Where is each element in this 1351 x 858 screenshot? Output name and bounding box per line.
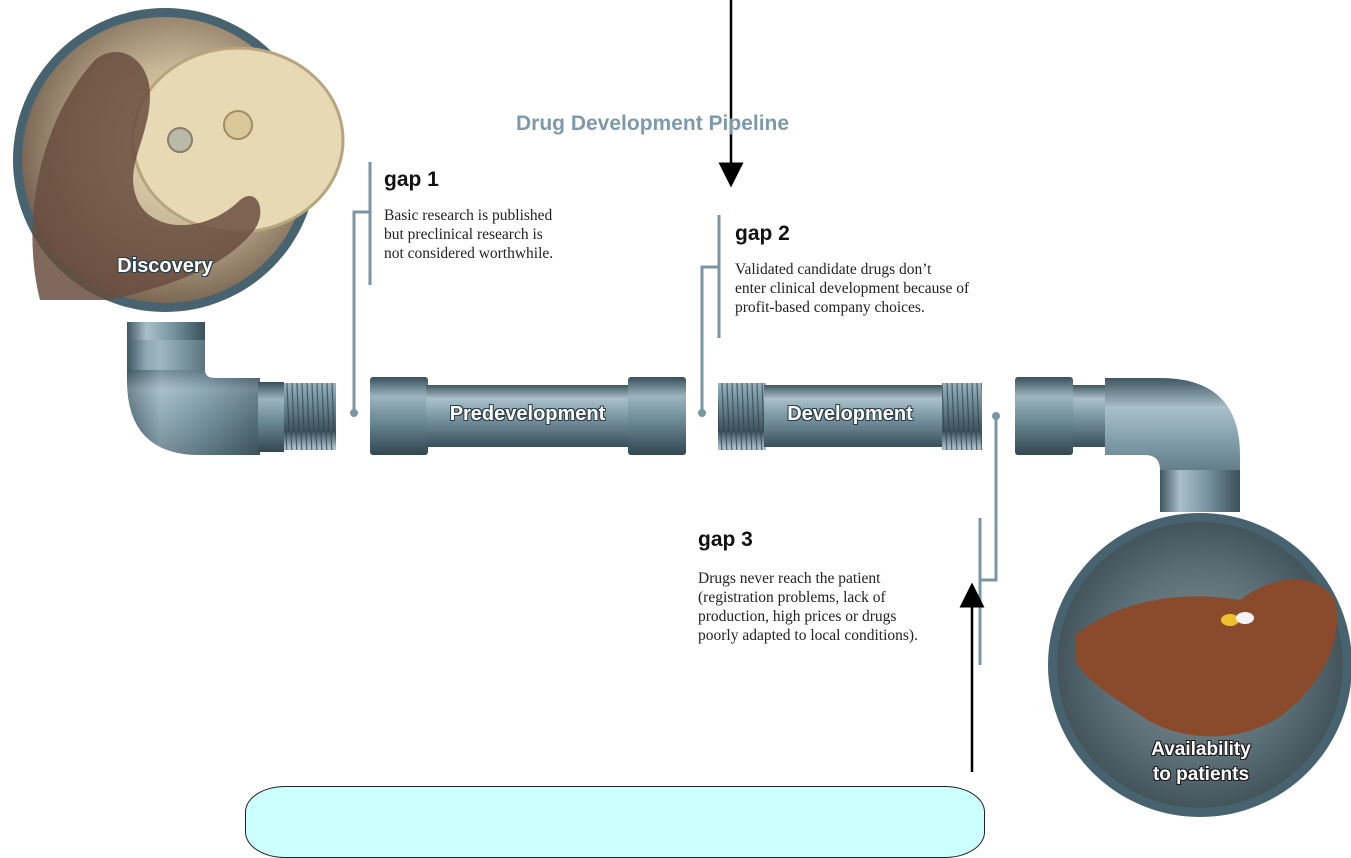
outlet-elbow-pipe: [1015, 377, 1240, 512]
gap1-heading: gap 1: [384, 168, 439, 191]
predevelopment-pipe: [370, 377, 686, 455]
gap3-description: Drugs never reach the patient (registrat…: [698, 570, 918, 644]
inlet-elbow-pipe: [127, 322, 336, 455]
availability-image: [1048, 513, 1351, 817]
discovery-label: Discovery: [117, 255, 213, 277]
development-label: Development: [787, 403, 913, 425]
discovery-image: [13, 8, 345, 312]
gap2-description: Validated candidate drugs don’t enter cl…: [735, 261, 970, 316]
gap1-connector: [350, 162, 372, 417]
gap2-heading: gap 2: [735, 222, 790, 245]
predevelopment-label: Predevelopment: [449, 403, 606, 425]
pipeline-diagram: [13, 0, 1351, 817]
development-pipe: [718, 383, 982, 450]
availability-label: Availability to patients: [1151, 739, 1251, 785]
callout-box: [245, 786, 985, 858]
gap1-description: Basic research is published but preclini…: [384, 207, 554, 262]
gap2-connector: [698, 215, 721, 417]
diagram-title: Drug Development Pipeline: [516, 112, 790, 135]
gap3-heading: gap 3: [698, 528, 753, 551]
